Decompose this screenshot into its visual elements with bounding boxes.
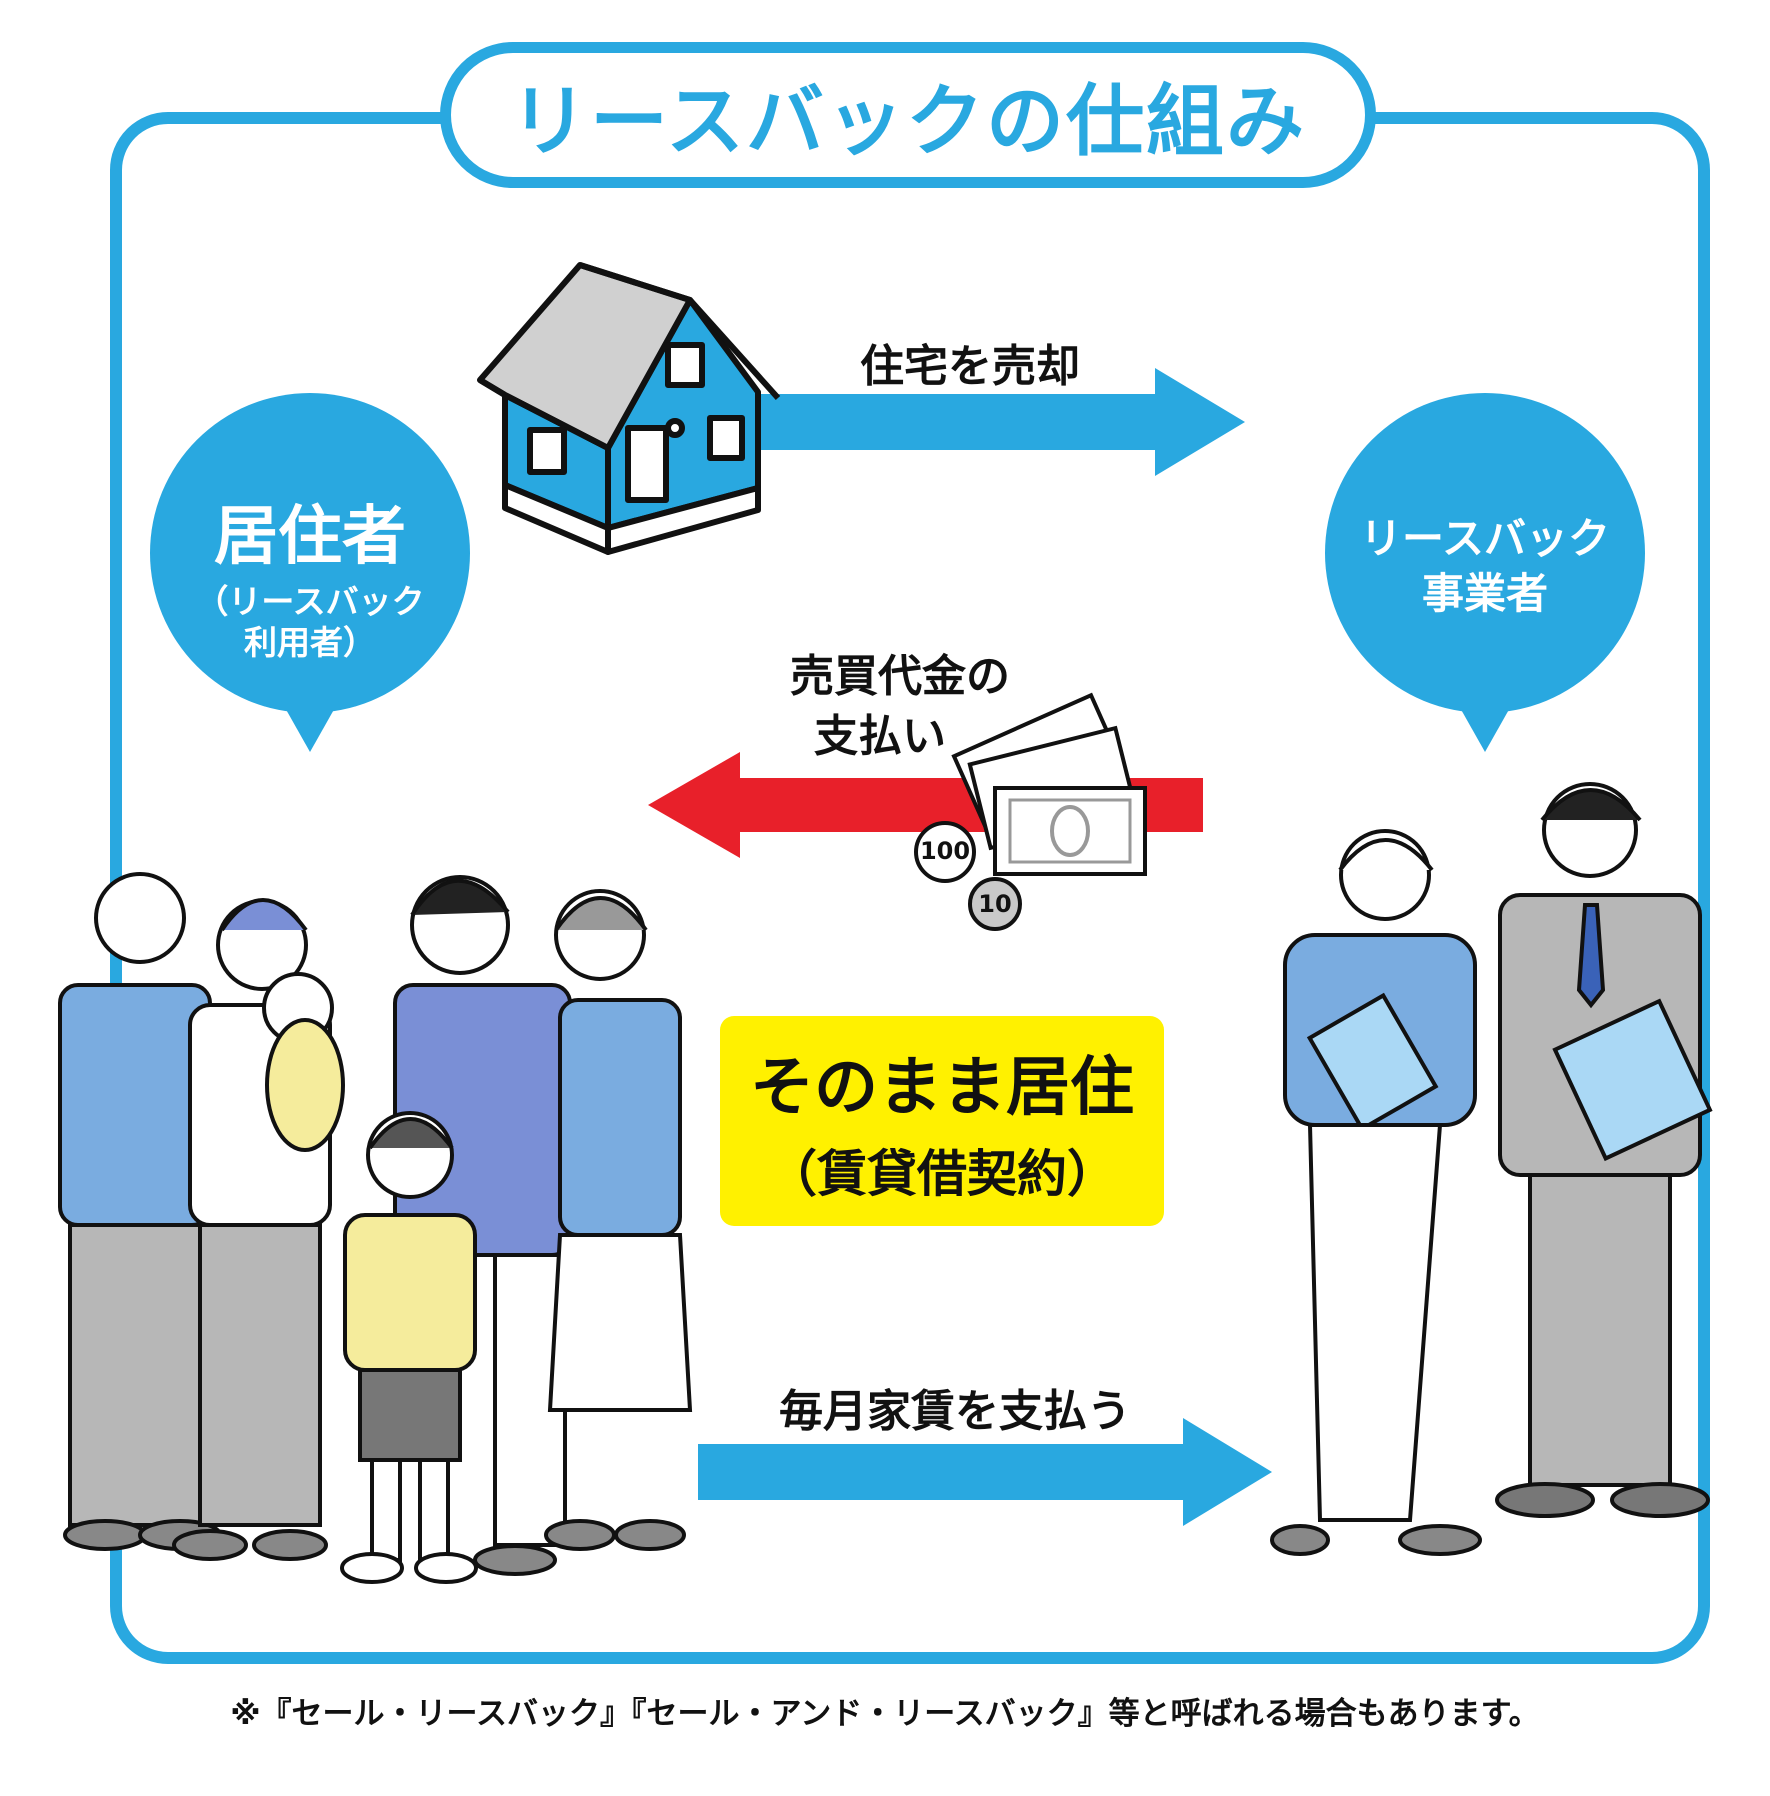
coin-100-label: 100 (919, 837, 971, 865)
highlight-box: そのまま居住 （賃貸借契約） (720, 1016, 1164, 1226)
operator-line1: リースバック (1360, 514, 1610, 563)
coin-icon (914, 821, 1022, 931)
agents-illustration (1270, 782, 1713, 1556)
title-box: リースバックの仕組み (440, 42, 1376, 188)
resident-sub-line1: （リースバック (195, 582, 425, 621)
resident-label: 居住者 (214, 500, 406, 574)
page-title: リースバックの仕組み (509, 77, 1307, 167)
footnote: ※『セール・リースバック』『セール・アンド・リースバック』等と呼ばれる場合もあり… (230, 1696, 1540, 1732)
payment-label-line2: 支払い (814, 711, 946, 762)
monthly-rent-label: 毎月家賃を支払う (779, 1386, 1131, 1437)
house-icon (477, 262, 781, 555)
payment-label-line1: 売買代金の (790, 651, 1010, 702)
highlight-sub: （賃貸借契約） (767, 1145, 1117, 1203)
monthly-rent-arrow (698, 1418, 1272, 1526)
banknote-icon (951, 692, 1147, 876)
operator-line2: 事業者 (1421, 569, 1548, 618)
operator-bubble (1325, 393, 1645, 752)
family-illustration (58, 872, 693, 1584)
highlight-title: そのまま居住 (750, 1051, 1134, 1125)
coin-10-label: 10 (978, 890, 1012, 918)
resident-sub-line2: 利用者） (244, 623, 376, 662)
sell-home-label: 住宅を売却 (860, 341, 1080, 392)
resident-bubble (150, 393, 470, 752)
sell-home-arrow (760, 368, 1245, 476)
